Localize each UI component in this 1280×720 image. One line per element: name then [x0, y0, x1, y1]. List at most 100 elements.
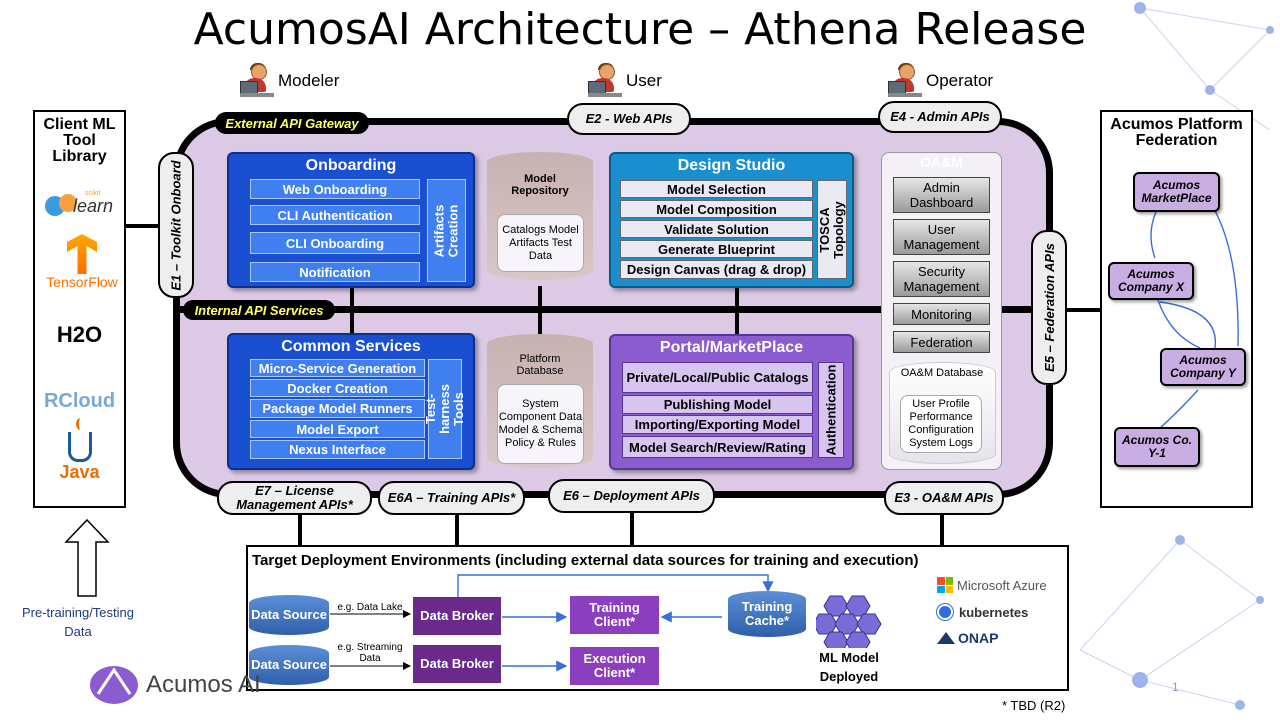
model-repository-contents: Catalogs Model Artifacts Test Data [497, 214, 584, 272]
actor-user-label: User [626, 71, 662, 90]
kubernetes-logo: kubernetes [937, 604, 1028, 620]
test-harness-tools[interactable]: Test-harness Tools [423, 359, 466, 459]
oam-item-admin-dashboard[interactable]: Admin Dashboard [893, 177, 990, 213]
azure-label: Microsoft Azure [957, 577, 1047, 593]
background-network-graphic [1079, 2, 1274, 710]
client-library-panel: Client ML Tool Library scikit learn Tens… [33, 110, 126, 508]
oam-item-monitoring[interactable]: Monitoring [893, 303, 990, 325]
portal-item-catalogs[interactable]: Private/Local/Public Catalogs [622, 362, 813, 393]
federation-node-company-x: Acumos Company X [1108, 262, 1194, 300]
federation-node-co-y1: Acumos Co. Y-1 [1114, 427, 1200, 467]
design-item-design-canvas[interactable]: Design Canvas (drag & drop) [620, 260, 813, 279]
common-item-model-export[interactable]: Model Export [250, 420, 425, 438]
ml-model-hexagons-icon [816, 595, 882, 648]
platform-database-title: Platform Database [516, 353, 564, 377]
scikit-small-label: scikit [85, 190, 101, 197]
ml-model-deployed-label: ML Model Deployed [819, 650, 879, 684]
e3-oam-apis-pill[interactable]: E3 - OA&M APIs [884, 481, 1004, 515]
h2o-logo: H2O [56, 322, 103, 347]
pretraining-label: Pre-training/Testing Data [22, 605, 134, 639]
oam-item-federation[interactable]: Federation [893, 331, 990, 353]
actor-modeler-label: Modeler [278, 71, 340, 90]
oam-title: OA&M [920, 154, 963, 170]
onboarding-title: Onboarding [305, 157, 397, 174]
page-number: 1 [1172, 680, 1179, 694]
artifacts-creation[interactable]: Artifacts Creation [427, 179, 466, 282]
oam-item-user-management[interactable]: User Management [893, 219, 990, 255]
portal-item-import-export[interactable]: Importing/Exporting Model [622, 415, 813, 434]
design-item-model-selection[interactable]: Model Selection [620, 180, 813, 198]
internal-api-services-label: Internal API Services [183, 300, 335, 320]
person-at-computer-icon [240, 63, 274, 98]
actor-user: User [588, 63, 662, 98]
oam-database-title: OA&M Database [900, 367, 984, 379]
actor-operator: Operator [888, 63, 994, 98]
common-item-docker[interactable]: Docker Creation [250, 379, 425, 397]
design-item-validate-solution[interactable]: Validate Solution [620, 220, 813, 238]
deployment-title: Target Deployment Environments (includin… [252, 552, 919, 569]
common-services-title: Common Services [281, 338, 421, 355]
tbd-note: * TBD (R2) [1002, 698, 1066, 713]
connector-onboarding-common [350, 288, 354, 334]
e4-admin-apis-pill[interactable]: E4 - Admin APIs [878, 101, 1002, 133]
oam-item-security-management[interactable]: Security Management [893, 261, 990, 297]
portal-title: Portal/MarketPlace [659, 339, 804, 356]
onap-label: ONAP [958, 630, 999, 646]
onboarding-item-cli-onboarding[interactable]: CLI Onboarding [250, 232, 420, 254]
e7-license-apis-pill[interactable]: E7 – License Management APIs* [217, 481, 372, 515]
tensorflow-logo: TensorFlow [39, 234, 125, 298]
actor-modeler: Modeler [240, 63, 340, 98]
onboarding-item-notification[interactable]: Notification [250, 262, 420, 282]
e5-federation-apis-pill[interactable]: E5 – Federation APIs [1031, 230, 1067, 385]
connector-e6a [455, 510, 459, 547]
windows-icon [937, 577, 953, 593]
connector-platform-db [538, 310, 542, 336]
java-label: Java [59, 462, 100, 482]
helm-wheel-icon [937, 604, 953, 620]
internal-api-bus [180, 306, 1046, 313]
design-item-model-composition[interactable]: Model Composition [620, 200, 813, 218]
streaming-data-label: e.g. Streaming Data [337, 642, 403, 664]
oam-database-contents: User Profile Performance Configuration S… [900, 395, 982, 453]
test-harness-label: Test-harness Tools [423, 384, 467, 434]
data-broker-1: Data Broker [413, 597, 501, 635]
common-item-nexus[interactable]: Nexus Interface [250, 440, 425, 459]
design-item-generate-blueprint[interactable]: Generate Blueprint [620, 240, 813, 258]
person-at-computer-icon [588, 63, 622, 98]
onboarding-item-web[interactable]: Web Onboarding [250, 179, 420, 199]
connector-model-repo [538, 286, 542, 308]
data-broker-2: Data Broker [413, 645, 501, 683]
deployment-arrows [330, 574, 774, 672]
platform-database-contents: System Component Data Model & Schema Pol… [497, 384, 584, 464]
scikit-learn-logo: scikit learn [45, 190, 119, 220]
design-studio-title: Design Studio [677, 157, 786, 174]
authentication[interactable]: Authentication [818, 362, 844, 458]
connector-client [126, 224, 182, 228]
artifacts-creation-label: Artifacts Creation [431, 204, 461, 257]
tosca-topology[interactable]: TOSCA Topology [817, 180, 847, 279]
person-at-computer-icon [888, 63, 922, 98]
common-item-package-runners[interactable]: Package Model Runners [250, 399, 425, 418]
e6a-training-apis-pill[interactable]: E6A – Training APIs* [378, 481, 525, 515]
connector-design [735, 288, 739, 334]
e1-label: E1 – Toolkit Onboard [168, 159, 184, 291]
java-logo: Java [35, 418, 124, 483]
portal-item-publishing[interactable]: Publishing Model [622, 395, 813, 414]
federation-node-marketplace: Acumos MarketPlace [1133, 172, 1220, 212]
data-source-lake: Data Source [249, 595, 329, 635]
authentication-label: Authentication [823, 364, 838, 456]
portal-item-search[interactable]: Model Search/Review/Rating [622, 436, 813, 458]
acumos-ai-label: Acumos AI [146, 671, 261, 698]
e2-web-apis-pill[interactable]: E2 - Web APIs [567, 103, 691, 135]
onboarding-item-cli-auth[interactable]: CLI Authentication [250, 205, 420, 225]
connector-e7 [298, 497, 302, 547]
onap-logo: ONAP [937, 630, 998, 646]
common-item-microservice[interactable]: Micro-Service Generation [250, 359, 425, 377]
e1-toolkit-onboard-pill[interactable]: E1 – Toolkit Onboard [158, 152, 194, 298]
actor-operator-label: Operator [926, 71, 994, 90]
data-lake-label: e.g. Data Lake [337, 602, 403, 613]
data-source-stream: Data Source [249, 645, 329, 685]
scikit-learn-label: learn [73, 196, 114, 216]
connector-e6 [630, 510, 634, 547]
e6-deployment-apis-pill[interactable]: E6 – Deployment APIs [548, 479, 715, 513]
